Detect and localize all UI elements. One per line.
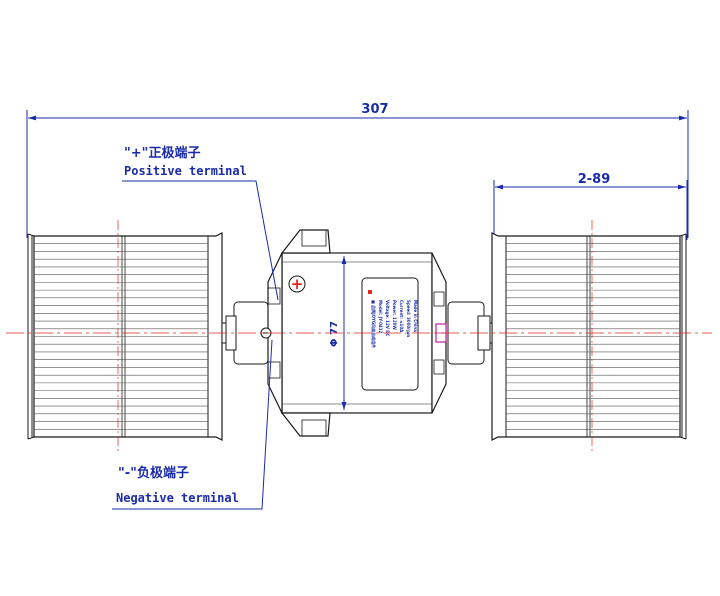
overall-dimension: 307 [26,102,689,238]
overall-length-value: 307 [361,102,388,117]
nameplate-line: ■ 品牌JOYG风扇总成组件 [371,300,377,348]
nameplate-line: Made in China [413,300,418,332]
motor-diameter-value: Φ 77 [329,321,340,347]
wheel-width-value: 2-89 [578,172,611,187]
left-blower-wheel [27,220,223,454]
positive-terminal-leader: "+"正极端子 Positive terminal [122,145,279,301]
motor-diameter-dimension: Φ 77 [329,256,347,410]
positive-terminal-label-en: Positive terminal [124,164,247,178]
nameplate-line: Power: 120W [392,300,397,330]
nameplate-line: Current: ≤10A [399,300,404,333]
nameplate-line: Model: JY-0412 [378,300,383,333]
right-blower-wheel [491,220,687,454]
nameplate-line: Voltage: 12V DC [385,300,390,337]
wheel-width-dimension: 2-89 [493,172,688,240]
negative-terminal-label-zh: "-"负极端子 [118,465,189,481]
positive-terminal-label-zh: "+"正极端子 [124,145,200,161]
positive-symbol-icon: + [291,275,304,293]
positive-terminal[interactable]: + [288,275,306,293]
negative-terminal-leader: "-"负极端子 Negative terminal [112,339,273,510]
nameplate-line: Speed: 3000rpm [406,300,411,337]
negative-terminal-label-en: Negative terminal [116,491,239,505]
nameplate-logo-icon [368,290,372,294]
